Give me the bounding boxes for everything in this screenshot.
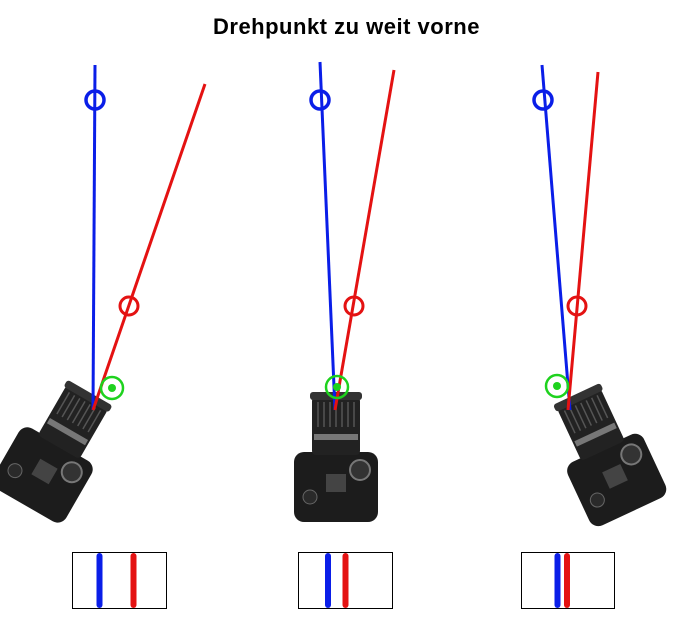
view-box bbox=[72, 552, 167, 609]
blue-sight-line bbox=[540, 64, 572, 411]
pivot-circle bbox=[99, 375, 125, 401]
panel-center bbox=[293, 61, 396, 609]
red-sight-line bbox=[91, 83, 207, 411]
camera-image bbox=[293, 391, 379, 523]
diagram-title: Drehpunkt zu weit vorne bbox=[213, 14, 480, 39]
pivot-circle bbox=[324, 374, 350, 400]
red-sight-line bbox=[566, 71, 600, 411]
pivot-dot bbox=[553, 382, 561, 390]
blue-sight-line bbox=[318, 61, 337, 411]
red-target-circle bbox=[566, 295, 588, 317]
blue-target-circle bbox=[309, 89, 331, 111]
blue-target-circle bbox=[532, 89, 554, 111]
blue-sight-line bbox=[91, 64, 97, 411]
camera-image bbox=[0, 370, 128, 528]
pivot-dot bbox=[333, 383, 341, 391]
camera-image bbox=[537, 375, 671, 531]
panel-left bbox=[0, 64, 207, 609]
red-sight-line bbox=[333, 69, 396, 411]
panel-right bbox=[521, 64, 671, 609]
red-target-circle bbox=[118, 295, 140, 317]
blue-target-circle bbox=[84, 89, 106, 111]
pivot-circle bbox=[544, 373, 570, 399]
pivot-dot bbox=[108, 384, 116, 392]
red-target-circle bbox=[343, 295, 365, 317]
